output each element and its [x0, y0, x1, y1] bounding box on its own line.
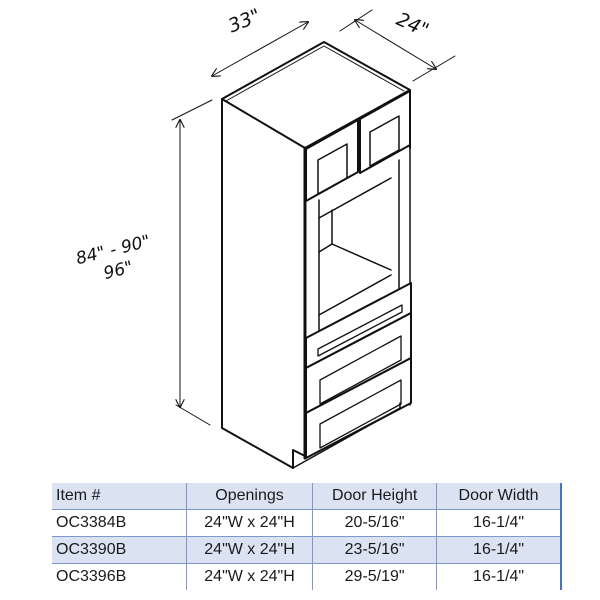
cell-door-width: 16-1/4": [436, 536, 561, 564]
table-row: OC3384B 24"W x 24"H 20-5/16" 16-1/4": [52, 509, 561, 537]
table-row: OC3390B 24"W x 24"H 23-5/16" 16-1/4": [52, 536, 561, 564]
cell-door-width: 16-1/4": [436, 509, 561, 537]
table-row: OC3396B 24"W x 24"H 29-5/19" 16-1/4": [52, 563, 561, 590]
depth-dimension-line: [339, 9, 456, 82]
cell-door-height: 29-5/19": [312, 563, 437, 590]
spec-table: Item # Openings Door Height Door Width O…: [52, 483, 562, 590]
cabinet-left-side: [221, 98, 306, 469]
header-door-width: Door Width: [436, 483, 561, 510]
cell-openings: 24"W x 24"H: [185, 536, 313, 564]
header-door-height: Door Height: [312, 483, 437, 510]
table-header-row: Item # Openings Door Height Door Width: [52, 483, 561, 510]
height-dimension-line: [171, 99, 213, 426]
cabinet-drawing: 33" 24" 84" - 90" 96": [74, 5, 456, 469]
header-openings: Openings: [185, 483, 313, 510]
cabinet-isometric-svg: [171, 9, 456, 469]
cell-item: OC3390B: [52, 536, 187, 564]
toe-kick: [292, 402, 401, 469]
cell-door-height: 20-5/16": [312, 509, 437, 537]
cell-item: OC3384B: [52, 509, 187, 537]
width-dimension-line: [212, 22, 308, 76]
cell-item: OC3396B: [56, 568, 127, 585]
cell-openings: 24"W x 24"H: [185, 509, 313, 537]
cell-door-width: 16-1/4": [436, 563, 561, 590]
cell-openings: 24"W x 24"H: [185, 563, 313, 590]
oven-opening: [318, 159, 400, 331]
bottom-drawer: [305, 357, 412, 459]
header-item: Item #: [52, 483, 187, 510]
cell-door-height: 23-5/16": [312, 536, 437, 564]
upper-doors: [305, 90, 411, 202]
